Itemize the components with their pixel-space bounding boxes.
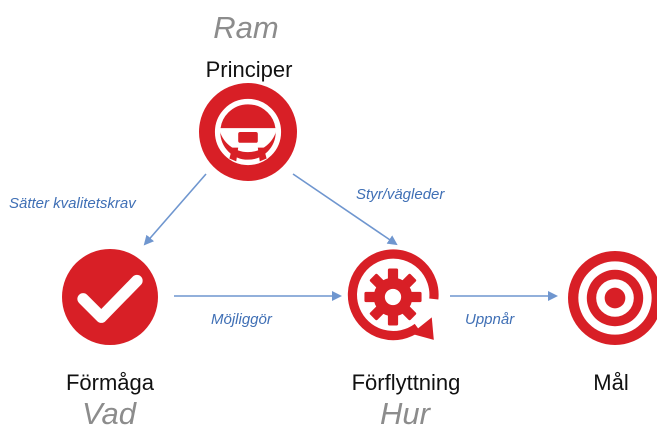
category-label-vad: Vad <box>81 396 137 430</box>
node-label-mal: Mål <box>593 370 629 395</box>
node-label-formaga: Förmåga <box>65 370 155 395</box>
category-label-hur: Hur <box>380 396 430 430</box>
category-label-ram: Ram <box>213 10 279 45</box>
steering-wheel-icon <box>199 83 297 181</box>
arrow-principer-to-formaga <box>143 173 207 246</box>
arrow-principer-to-forflyttning <box>292 173 398 246</box>
node-label-forflyttning: Förflyttning <box>351 370 461 395</box>
edge-label-uppnar: Uppnår <box>465 311 515 328</box>
edge-label-mojliggor: Möjliggör <box>211 311 272 328</box>
node-label-principer: Principer <box>205 57 293 82</box>
edge-label-satter-kvalitetskrav: Sätter kvalitetskrav <box>9 195 136 212</box>
edge-label-styr-vagleder: Styr/vägleder <box>356 186 445 203</box>
gear-cycle-icon <box>342 246 444 348</box>
target-icon <box>568 251 657 345</box>
checkmark-icon <box>62 249 158 345</box>
